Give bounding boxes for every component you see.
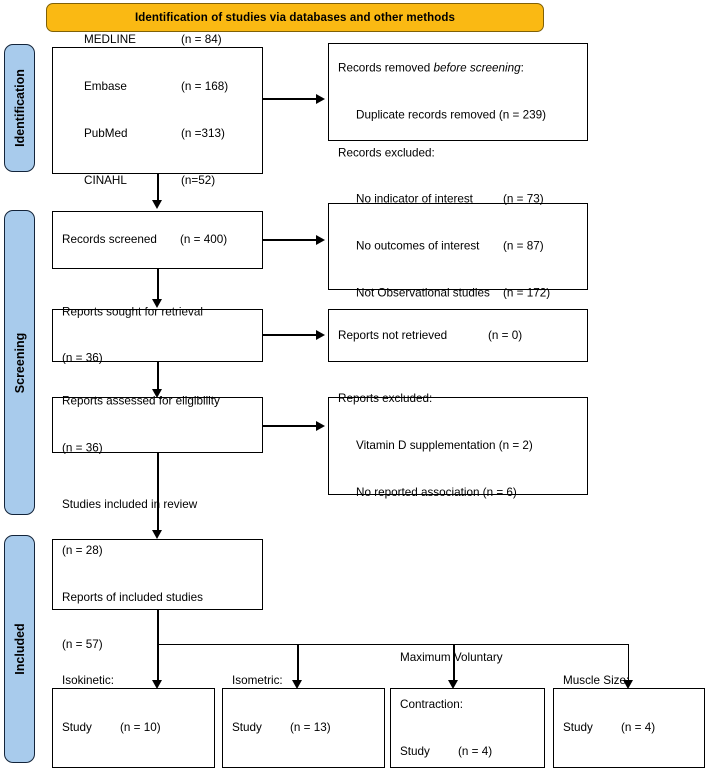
reports-excluded-item: No reported association (n = 6): [356, 485, 517, 499]
connector-branch-isometric: [297, 643, 299, 683]
connector-branch-isokinetic: [157, 643, 159, 683]
reports-sought-count: (n = 36): [62, 352, 103, 366]
phase-tab-screening-label: Screening: [12, 332, 27, 393]
phase-tab-identification: Identification: [4, 44, 35, 172]
records-identified-item: CINAHL(n=52): [84, 173, 216, 187]
arrowhead-sought-to-not-retrieved: [316, 329, 325, 340]
connector-sought-to-not-retrieved: [263, 334, 318, 336]
box-records-removed: Records removed before screening: Duplic…: [328, 43, 588, 141]
box-reports-excluded: Reports excluded: Vitamin D supplementat…: [328, 392, 588, 499]
outcome-isometric-title: Isometric:: [232, 674, 283, 688]
records-excluded-item: No indicator of interest(n = 73): [356, 192, 544, 206]
box-reports-not-retrieved: Reports not retrieved(n = 0): [328, 309, 588, 362]
box-outcome-muscle-size: Muscle Size: Study(n = 4) Report(n = 6): [553, 674, 705, 769]
arrowhead-branch-isometric: [292, 680, 303, 689]
phase-tab-included: Included: [4, 535, 35, 763]
connector-included-trunk: [157, 610, 159, 645]
phase-tab-included-label: Included: [12, 623, 27, 675]
records-identified-item: MEDLINE(n = 84): [84, 33, 222, 47]
connector-screened-to-excluded: [263, 239, 318, 241]
reports-sought-label: Reports sought for retrieval: [62, 305, 203, 319]
records-identified-item: Embase(n = 168): [84, 80, 229, 94]
box-studies-included: Studies included in review (n = 28) Repo…: [52, 498, 263, 651]
phase-tab-screening: Screening: [4, 210, 35, 515]
connector-branch-mvc: [453, 643, 455, 683]
outcome-isometric-report: Report(n = 22): [232, 767, 380, 769]
reports-not-retrieved-line: Reports not retrieved(n = 0): [338, 328, 523, 342]
reports-excluded-heading: Reports excluded:: [338, 392, 433, 406]
box-records-identified: Records identified from: MEDLINE(n = 84)…: [52, 34, 263, 234]
outcome-mvc-title2: Contraction:: [400, 697, 464, 711]
reports-excluded-item: Vitamin D supplementation (n = 2): [356, 439, 533, 453]
records-excluded-item: Not Observational studies(n = 172): [356, 286, 551, 300]
outcome-isokinetic-report: Report(n = 25): [62, 767, 210, 769]
connector-sought-to-assessed: [157, 362, 159, 391]
records-removed-heading-emphasis: before screening: [433, 61, 521, 75]
box-reports-assessed: Reports assessed for eligibility (n = 36…: [52, 394, 263, 455]
arrowhead-screened-to-sought: [152, 299, 163, 308]
box-outcome-isokinetic: Isokinetic: Study(n = 10) Report(n = 25): [52, 674, 215, 769]
arrowhead-sought-to-assessed: [152, 389, 163, 398]
studies-included-line1: Studies included in review: [62, 497, 198, 511]
arrowhead-assessed-to-included: [152, 530, 163, 539]
outcome-isokinetic-title: Isokinetic:: [62, 674, 114, 688]
outcome-isometric-study: Study(n = 13): [232, 721, 331, 735]
box-records-excluded: Records excluded: No indicator of intere…: [328, 146, 588, 346]
outcome-muscle-size-report: Report(n = 6): [563, 767, 700, 769]
outcome-muscle-size-study: Study(n = 4): [563, 721, 656, 735]
reports-assessed-label: Reports assessed for eligibility: [62, 394, 220, 408]
studies-included-line2: (n = 28): [62, 544, 103, 558]
outcome-mvc-title: Maximum Voluntary: [400, 651, 503, 665]
arrowhead-assessed-to-excluded: [316, 420, 325, 431]
arrowhead-branch-mvc: [448, 680, 459, 689]
arrowhead-identified-to-removed: [316, 93, 325, 104]
phase-tab-identification-label: Identification: [12, 69, 27, 147]
box-outcome-isometric: Isometric: Study(n = 13) Report(n = 22): [222, 674, 385, 769]
box-reports-sought: Reports sought for retrieval (n = 36): [52, 305, 263, 365]
records-identified-item: PubMed(n =313): [84, 127, 225, 141]
records-removed-item: Duplicate records removed (n = 239): [356, 108, 547, 122]
studies-included-line4: (n = 57): [62, 637, 103, 651]
arrowhead-branch-isokinetic: [152, 680, 163, 689]
arrowhead-branch-muscle-size: [623, 680, 633, 689]
connector-screened-to-sought: [157, 269, 159, 301]
records-removed-heading: Records removed before screening:: [338, 61, 524, 75]
records-excluded-heading: Records excluded:: [338, 146, 435, 160]
studies-included-line3: Reports of included studies: [62, 591, 203, 605]
arrowhead-identified-to-screened: [152, 200, 163, 209]
outcome-muscle-size-title: Muscle Size:: [563, 674, 630, 688]
diagram-banner: Identification of studies via databases …: [46, 3, 544, 32]
box-records-screened: Records screened(n = 400): [52, 211, 263, 269]
outcome-mvc-study: Study(n = 4): [400, 744, 493, 758]
connector-included-distribution-bar: [157, 643, 629, 646]
connector-branch-muscle-size: [627, 643, 630, 683]
connector-assessed-to-included: [157, 453, 159, 532]
banner-title: Identification of studies via databases …: [134, 11, 456, 24]
records-screened-line: Records screened(n = 400): [62, 233, 228, 247]
connector-identified-to-removed: [263, 98, 318, 100]
box-outcome-maximum-voluntary-contraction: Maximum Voluntary Contraction: Study(n =…: [390, 651, 545, 768]
arrowhead-screened-to-excluded: [316, 234, 325, 245]
connector-assessed-to-excluded: [263, 425, 318, 427]
records-excluded-item: No outcomes of interest(n = 87): [356, 239, 544, 253]
reports-assessed-count: (n = 36): [62, 441, 103, 455]
records-identified-heading: Records identified from:: [62, 0, 258, 1]
outcome-isokinetic-study: Study(n = 10): [62, 721, 161, 735]
connector-identified-to-screened: [157, 174, 159, 202]
